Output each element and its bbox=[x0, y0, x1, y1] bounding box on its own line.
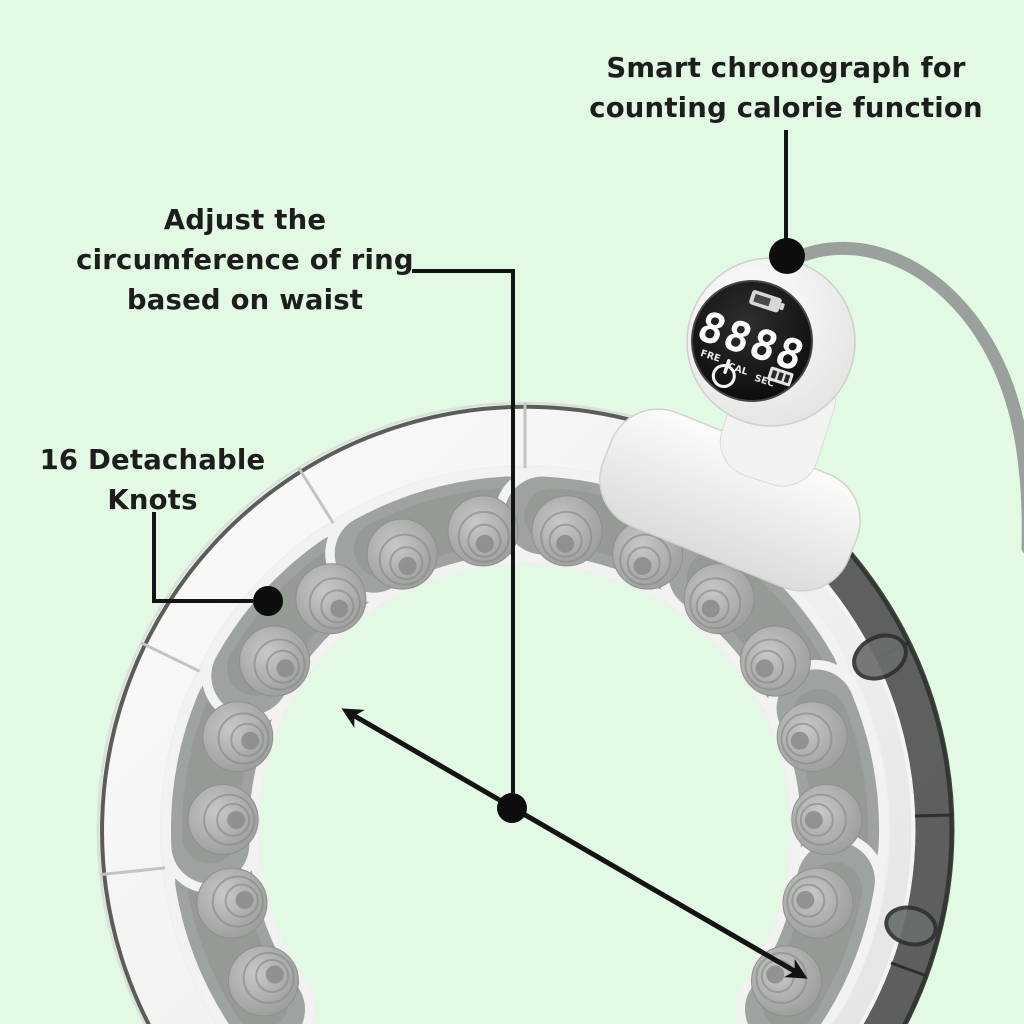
diameter-arrow bbox=[341, 708, 808, 979]
device-display: 8888 FRE CAL SEC bbox=[691, 280, 813, 402]
massage-knob bbox=[228, 945, 299, 1017]
annotation-adjust-line3: based on waist bbox=[126, 284, 364, 316]
callout-dot-center bbox=[497, 793, 527, 823]
massage-knob bbox=[782, 867, 854, 939]
callout-line-knots bbox=[152, 512, 253, 603]
massage-knob bbox=[739, 625, 811, 697]
counter-strap bbox=[785, 241, 1024, 554]
massage-knob bbox=[791, 784, 863, 855]
battery-level-icon bbox=[767, 366, 794, 387]
annotation-knots-line2: Knots bbox=[107, 484, 198, 516]
callout-lines bbox=[152, 130, 808, 979]
annotation-adjust-ring: Adjust the circumference of ring based o… bbox=[25, 200, 465, 320]
massage-knob bbox=[187, 784, 259, 855]
massage-knob bbox=[447, 495, 519, 567]
segment-seam bbox=[297, 467, 335, 524]
massage-knob bbox=[295, 563, 367, 635]
massage-knob bbox=[196, 867, 268, 939]
annotation-chronograph-line1: Smart chronograph for bbox=[606, 52, 966, 84]
power-icon bbox=[711, 359, 736, 389]
massage-knob bbox=[751, 945, 822, 1017]
massage-knob bbox=[776, 701, 848, 773]
massage-knob bbox=[683, 563, 755, 635]
annotation-detachable-knots: 16 Detachable Knots bbox=[10, 440, 295, 520]
battery-icon bbox=[749, 290, 785, 313]
massage-knob bbox=[366, 518, 438, 590]
hoop-lock-roller bbox=[852, 633, 908, 681]
callout-dot-chronograph bbox=[769, 238, 805, 274]
massage-knob bbox=[531, 495, 603, 567]
massage-knob bbox=[202, 701, 274, 773]
segment-seam bbox=[140, 641, 201, 673]
annotation-adjust-line2: circumference of ring bbox=[76, 244, 414, 276]
callout-line-adjust-ring bbox=[412, 269, 515, 806]
annotation-chronograph: Smart chronograph for counting calorie f… bbox=[550, 48, 1022, 128]
annotation-chronograph-line2: counting calorie function bbox=[589, 92, 983, 124]
massage-knob bbox=[239, 625, 311, 697]
segment-seam bbox=[100, 866, 166, 877]
annotation-adjust-line1: Adjust the bbox=[163, 204, 327, 236]
annotation-knots-line1: 16 Detachable bbox=[39, 444, 266, 476]
hoop-lock-roller bbox=[884, 905, 938, 947]
smart-counter-device: 8888 FRE CAL SEC bbox=[686, 257, 856, 427]
hoop-dark-seam bbox=[100, 404, 671, 1024]
callout-dot-knots bbox=[253, 586, 283, 616]
callout-dots bbox=[253, 238, 805, 823]
